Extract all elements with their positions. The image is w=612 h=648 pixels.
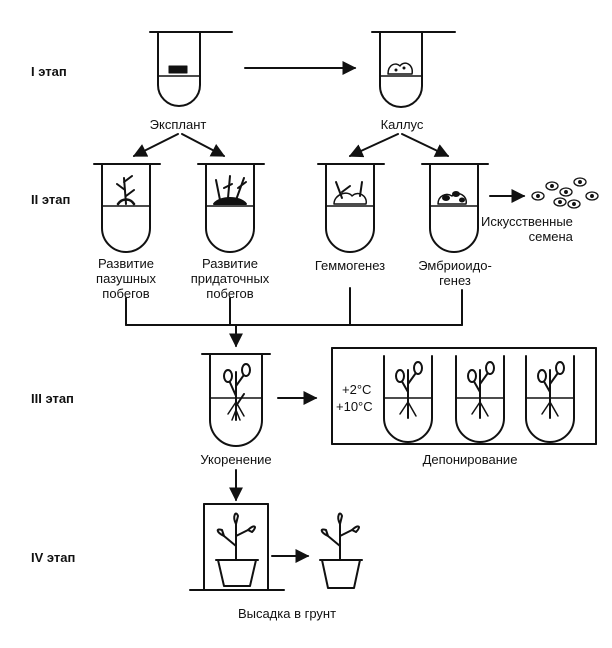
gemmogenesis-tube — [317, 163, 385, 253]
artificial-seeds-icon — [531, 177, 599, 209]
deposition-tube-1 — [383, 355, 433, 443]
stage-1-label: I этап — [31, 64, 67, 79]
explant-tube — [149, 31, 233, 107]
stage-2-label: II этап — [31, 192, 71, 207]
merge-connector — [125, 287, 463, 348]
deposition-label: Депонирование — [422, 452, 518, 467]
embryoidogenesis-label: Эмбриоидо-генез — [418, 258, 492, 288]
explant-label: Эксплант — [149, 117, 207, 132]
gemmogenesis-label: Геммогенез — [314, 258, 386, 273]
deposition-tube-2 — [455, 355, 505, 443]
planting-label: Высадка в грунт — [237, 606, 337, 621]
arrow-explant-adventitious — [181, 133, 226, 157]
callus-label: Каллус — [380, 117, 424, 132]
potted-plant-1 — [215, 512, 259, 587]
potted-plant-2 — [319, 512, 363, 589]
temperature-high: +10°C — [336, 399, 373, 414]
axillary-tube — [93, 163, 161, 253]
temperature-low: +2°C — [342, 382, 372, 397]
adventitious-tube — [197, 163, 265, 253]
arrow-callus-embryo — [401, 133, 450, 157]
stage-4-label: IV этап — [31, 550, 76, 565]
arrow-explant-axillary — [132, 133, 179, 157]
stage-3-label: III этап — [31, 391, 74, 406]
callus-tube — [371, 31, 456, 108]
rooting-tube — [201, 353, 271, 447]
deposition-frame — [331, 347, 597, 445]
greenhouse-frame — [189, 503, 285, 591]
arrow-callus-gemmogenesis — [348, 133, 399, 158]
rooting-label: Укоренение — [200, 452, 272, 467]
embryoidogenesis-tube — [421, 163, 489, 253]
deposition-tube-3 — [525, 355, 575, 443]
